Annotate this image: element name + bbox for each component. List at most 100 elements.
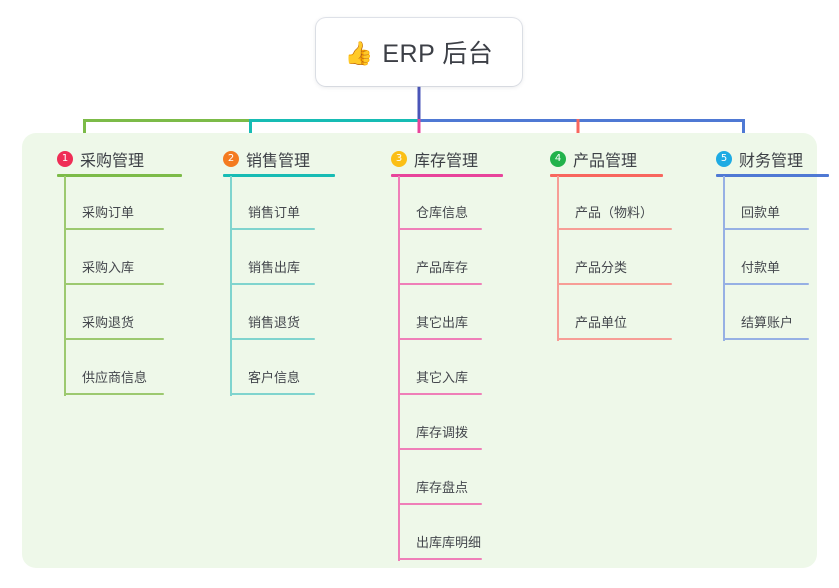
leaf-label: 产品（物料） — [575, 205, 654, 220]
leaf-underline — [723, 283, 809, 285]
leaf-stem — [398, 506, 400, 561]
branch-column-2: 2 销售管理销售订单销售出库销售退货客户信息 — [203, 145, 335, 396]
leaf-underline — [398, 393, 482, 395]
branch-header-label: 财务管理 — [739, 153, 804, 170]
branch-number-badge: 4 — [550, 151, 566, 167]
leaf-stem — [230, 231, 232, 286]
leaf-stem — [64, 231, 66, 286]
leaf-stem — [64, 341, 66, 396]
leaf-stem — [230, 286, 232, 341]
branch-column-4: 4 产品管理产品（物料） 产品分类产品单位 — [530, 145, 672, 341]
leaf-stem — [398, 231, 400, 286]
leaf-label: 产品分类 — [575, 260, 628, 275]
leaf-stem — [723, 231, 725, 286]
leaf-stem — [230, 341, 232, 396]
leaf-underline — [557, 228, 672, 230]
leaf-label: 销售出库 — [248, 260, 301, 275]
leaf-node[interactable]: 付款单 — [696, 231, 809, 286]
branch-header-underline — [223, 174, 335, 177]
leaf-underline — [64, 283, 164, 285]
branch-number-badge: 3 — [391, 151, 407, 167]
leaf-underline — [398, 338, 482, 340]
leaf-stem — [557, 176, 559, 231]
leaf-stem — [64, 286, 66, 341]
leaf-node[interactable]: 出库库明细 — [371, 506, 482, 561]
branch-header-label: 产品管理 — [573, 153, 638, 170]
leaf-node[interactable]: 产品库存 — [371, 231, 482, 286]
leaf-node[interactable]: 其它出库 — [371, 286, 482, 341]
leaf-node[interactable]: 销售退货 — [203, 286, 315, 341]
leaf-stem — [398, 341, 400, 396]
leaf-underline — [398, 503, 482, 505]
leaf-label: 产品库存 — [416, 260, 469, 275]
leaf-underline — [64, 393, 164, 395]
leaf-label: 采购订单 — [82, 205, 135, 220]
root-node[interactable]: 👍 ERP 后台 — [316, 18, 522, 86]
branch-header-2[interactable]: 2 销售管理 — [203, 145, 335, 177]
leaf-label: 销售订单 — [248, 205, 301, 220]
leaf-underline — [723, 338, 809, 340]
leaf-node[interactable]: 产品单位 — [530, 286, 672, 341]
leaf-stem — [398, 176, 400, 231]
branch-number-badge: 2 — [223, 151, 239, 167]
branch-header-4[interactable]: 4 产品管理 — [530, 145, 663, 177]
branch-leaf-list: 销售订单销售出库销售退货客户信息 — [203, 176, 315, 396]
leaf-underline — [230, 393, 315, 395]
leaf-node[interactable]: 采购订单 — [37, 176, 164, 231]
leaf-node[interactable]: 仓库信息 — [371, 176, 482, 231]
branch-header-underline — [550, 174, 663, 177]
leaf-node[interactable]: 产品（物料） — [530, 176, 672, 231]
leaf-label: 其它入库 — [416, 370, 469, 385]
leaf-node[interactable]: 供应商信息 — [37, 341, 164, 396]
root-node-title: ERP 后台 — [382, 40, 494, 68]
leaf-stem — [398, 286, 400, 341]
leaf-label: 库存调拨 — [416, 425, 469, 440]
thumbs-up-icon: 👍 — [344, 39, 374, 66]
leaf-label: 仓库信息 — [416, 205, 469, 220]
leaf-node[interactable]: 回款单 — [696, 176, 809, 231]
leaf-node[interactable]: 结算账户 — [696, 286, 809, 341]
leaf-node[interactable]: 库存盘点 — [371, 451, 482, 506]
leaf-label: 其它出库 — [416, 315, 469, 330]
mindmap-panel — [22, 133, 817, 568]
branch-header-underline — [57, 174, 182, 177]
branch-header-label: 销售管理 — [246, 153, 311, 170]
leaf-node[interactable]: 采购入库 — [37, 231, 164, 286]
leaf-underline — [398, 448, 482, 450]
leaf-stem — [557, 231, 559, 286]
branch-header-label: 采购管理 — [80, 153, 145, 170]
leaf-label: 客户信息 — [248, 370, 301, 385]
leaf-underline — [230, 228, 315, 230]
leaf-label: 付款单 — [741, 260, 781, 275]
leaf-label: 库存盘点 — [416, 480, 469, 495]
leaf-label: 出库库明细 — [416, 535, 482, 550]
branch-leaf-list: 回款单付款单结算账户 — [696, 176, 809, 341]
leaf-label: 产品单位 — [575, 315, 628, 330]
leaf-node[interactable]: 采购退货 — [37, 286, 164, 341]
leaf-underline — [557, 283, 672, 285]
leaf-label: 供应商信息 — [82, 370, 148, 385]
leaf-underline — [230, 283, 315, 285]
leaf-node[interactable]: 产品分类 — [530, 231, 672, 286]
leaf-underline — [557, 338, 672, 340]
leaf-underline — [64, 338, 164, 340]
leaf-underline — [230, 338, 315, 340]
leaf-underline — [723, 228, 809, 230]
leaf-stem — [398, 396, 400, 451]
leaf-node[interactable]: 客户信息 — [203, 341, 315, 396]
leaf-label: 销售退货 — [248, 315, 301, 330]
leaf-stem — [64, 176, 66, 231]
leaf-underline — [398, 283, 482, 285]
leaf-node[interactable]: 其它入库 — [371, 341, 482, 396]
leaf-stem — [398, 451, 400, 506]
leaf-node[interactable]: 库存调拨 — [371, 396, 482, 451]
leaf-node[interactable]: 销售订单 — [203, 176, 315, 231]
leaf-underline — [398, 228, 482, 230]
branch-header-underline — [716, 174, 829, 177]
leaf-node[interactable]: 销售出库 — [203, 231, 315, 286]
